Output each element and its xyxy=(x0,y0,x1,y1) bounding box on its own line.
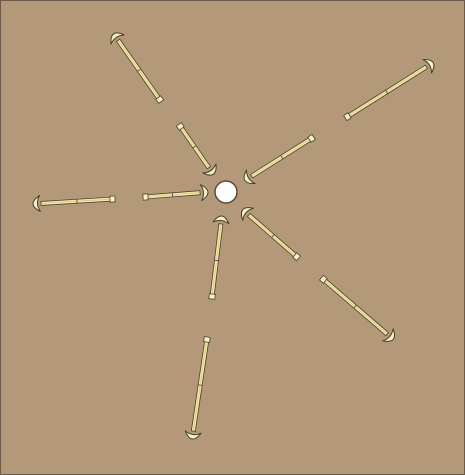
arrow-west-outer[interactable] xyxy=(32,191,116,212)
arrow-shaft-joint xyxy=(385,90,389,94)
arrow-head-icon xyxy=(212,215,230,225)
arrow-head-icon xyxy=(32,195,41,212)
arrow-nock xyxy=(343,112,352,122)
arrow-head-icon xyxy=(382,328,396,342)
arrow-nock xyxy=(292,252,302,262)
arrow-shaft-joint xyxy=(353,304,357,309)
arrow-head-icon xyxy=(110,32,125,45)
arrow-nock xyxy=(318,274,328,284)
arrow-nock xyxy=(203,336,211,343)
arrow-south-east-inner[interactable] xyxy=(237,204,303,265)
arrow-nock xyxy=(208,293,216,300)
center-marker[interactable] xyxy=(214,180,238,204)
arrow-nock xyxy=(175,122,185,131)
arrow-shaft-joint xyxy=(280,155,284,159)
arrow-nock xyxy=(155,95,165,104)
arrow-north-west-inner[interactable] xyxy=(172,120,220,179)
arrow-head-icon xyxy=(184,430,202,440)
arrow-shaft-joint xyxy=(137,68,141,72)
arrow-head-icon xyxy=(243,169,256,184)
arrow-west-inner[interactable] xyxy=(142,184,209,205)
arrow-shaft-joint xyxy=(192,145,197,149)
arrow-north-west-outer[interactable] xyxy=(107,29,168,106)
arrow-nock xyxy=(142,193,149,201)
arrow-shaft-joint xyxy=(198,384,203,386)
arrow-shaft-joint xyxy=(271,234,275,238)
arrow-nock xyxy=(307,133,316,143)
arrow-south-east-outer[interactable] xyxy=(316,272,398,346)
arrow-head-icon xyxy=(202,163,217,176)
arrow-south-outer[interactable] xyxy=(184,336,215,440)
arrow-head-icon xyxy=(240,207,254,221)
arrow-north-east-inner[interactable] xyxy=(241,130,318,187)
arrow-layer xyxy=(32,29,437,440)
arrow-nock xyxy=(109,195,116,203)
arrow-head-icon xyxy=(199,184,209,202)
arrow-north-east-outer[interactable] xyxy=(341,56,437,125)
arrow-head-icon xyxy=(422,59,435,74)
arrow-south-inner[interactable] xyxy=(204,215,230,300)
